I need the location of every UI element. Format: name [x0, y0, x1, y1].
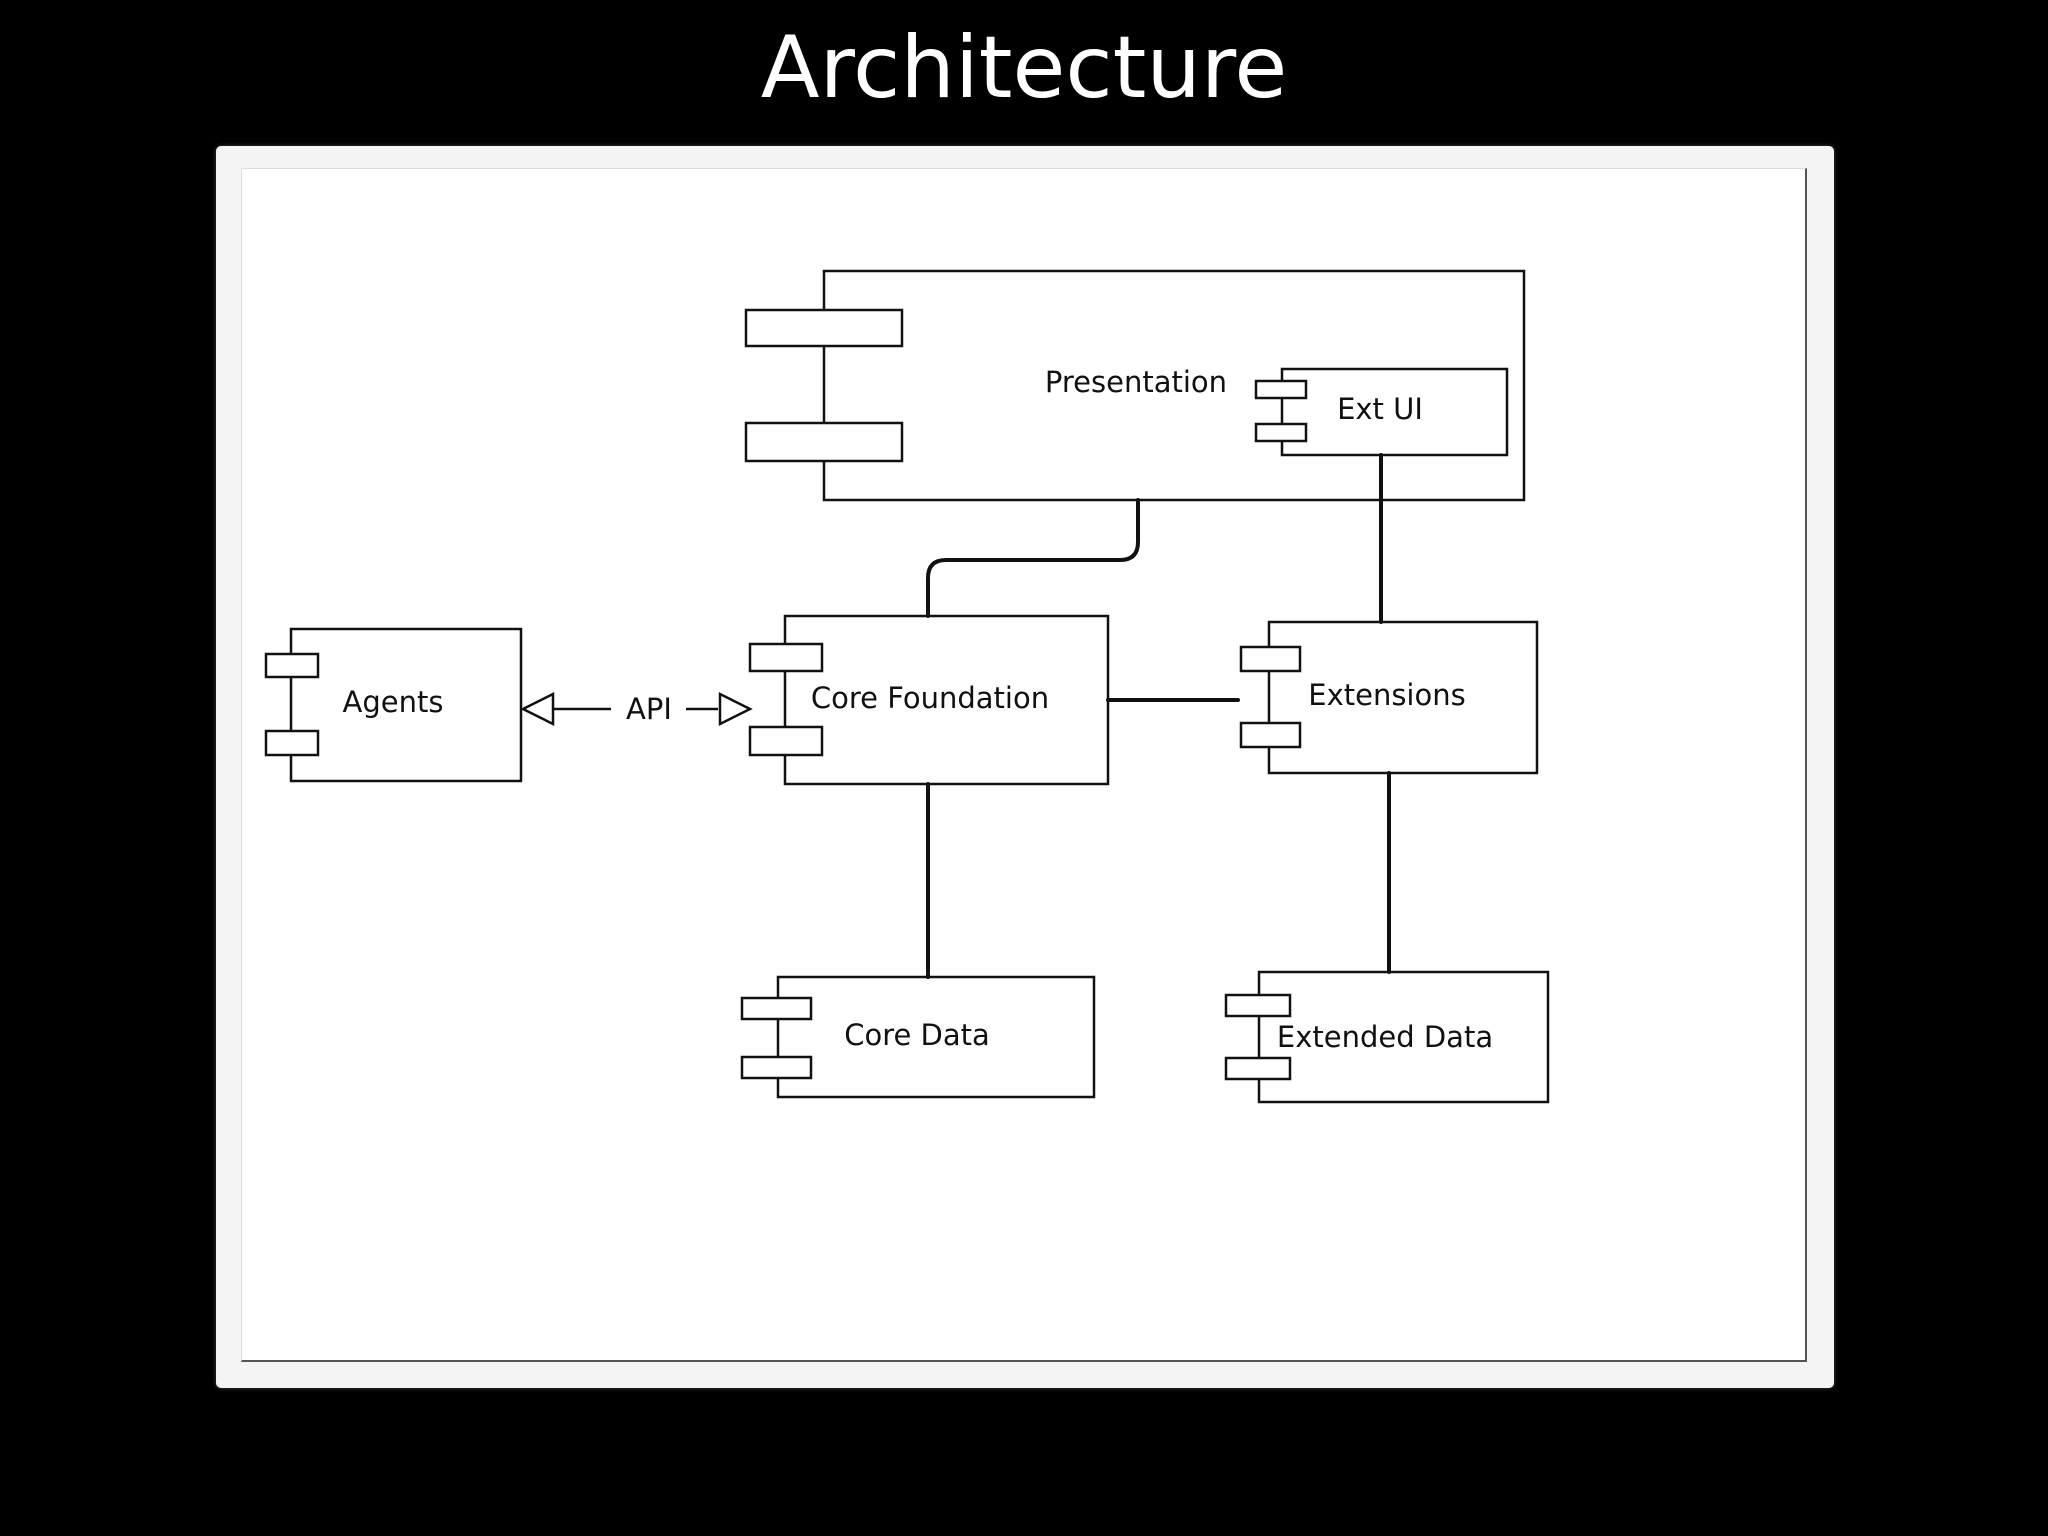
extensions-label: Extensions [1308, 678, 1465, 712]
ext-ui-port-top [1254, 379, 1308, 400]
core-foundation-port-top [748, 642, 824, 673]
api-label: API [626, 692, 672, 726]
presentation-port-bottom [744, 421, 904, 463]
ext-ui-label: Ext UI [1337, 392, 1423, 426]
presentation-label: Presentation [1045, 365, 1227, 399]
api-arrowhead-right [718, 691, 753, 727]
ext-ui-component: Ext UI [1254, 367, 1509, 457]
extensions-component: Extensions [1239, 620, 1539, 775]
ext-ui-port-bottom [1254, 422, 1308, 443]
agents-component: Agents [264, 627, 523, 783]
core-data-label: Core Data [844, 1018, 990, 1052]
extended-data-component: Extended Data [1224, 970, 1550, 1104]
extended-data-port-top [1224, 993, 1292, 1018]
agents-port-bottom [264, 729, 320, 757]
extended-data-port-bottom [1224, 1056, 1292, 1081]
api-arrowhead-left [520, 691, 555, 727]
core-foundation-component: Core Foundation [748, 614, 1110, 786]
extended-data-label: Extended Data [1277, 1020, 1493, 1054]
api-connector: API [520, 691, 753, 727]
extensions-port-top [1239, 645, 1302, 673]
core-foundation-port-bottom [748, 725, 824, 757]
agents-label: Agents [343, 685, 444, 719]
core-foundation-label: Core Foundation [811, 681, 1049, 715]
presentation-port-top [744, 308, 904, 348]
extensions-port-bottom [1239, 721, 1302, 749]
slide-title: Architecture [760, 18, 1288, 118]
agents-port-top [264, 652, 320, 679]
core-data-port-bottom [740, 1055, 813, 1080]
core-data-port-top [740, 996, 813, 1021]
presentation-to-core-foundation-connector [926, 498, 1140, 618]
core-data-component: Core Data [740, 975, 1096, 1099]
